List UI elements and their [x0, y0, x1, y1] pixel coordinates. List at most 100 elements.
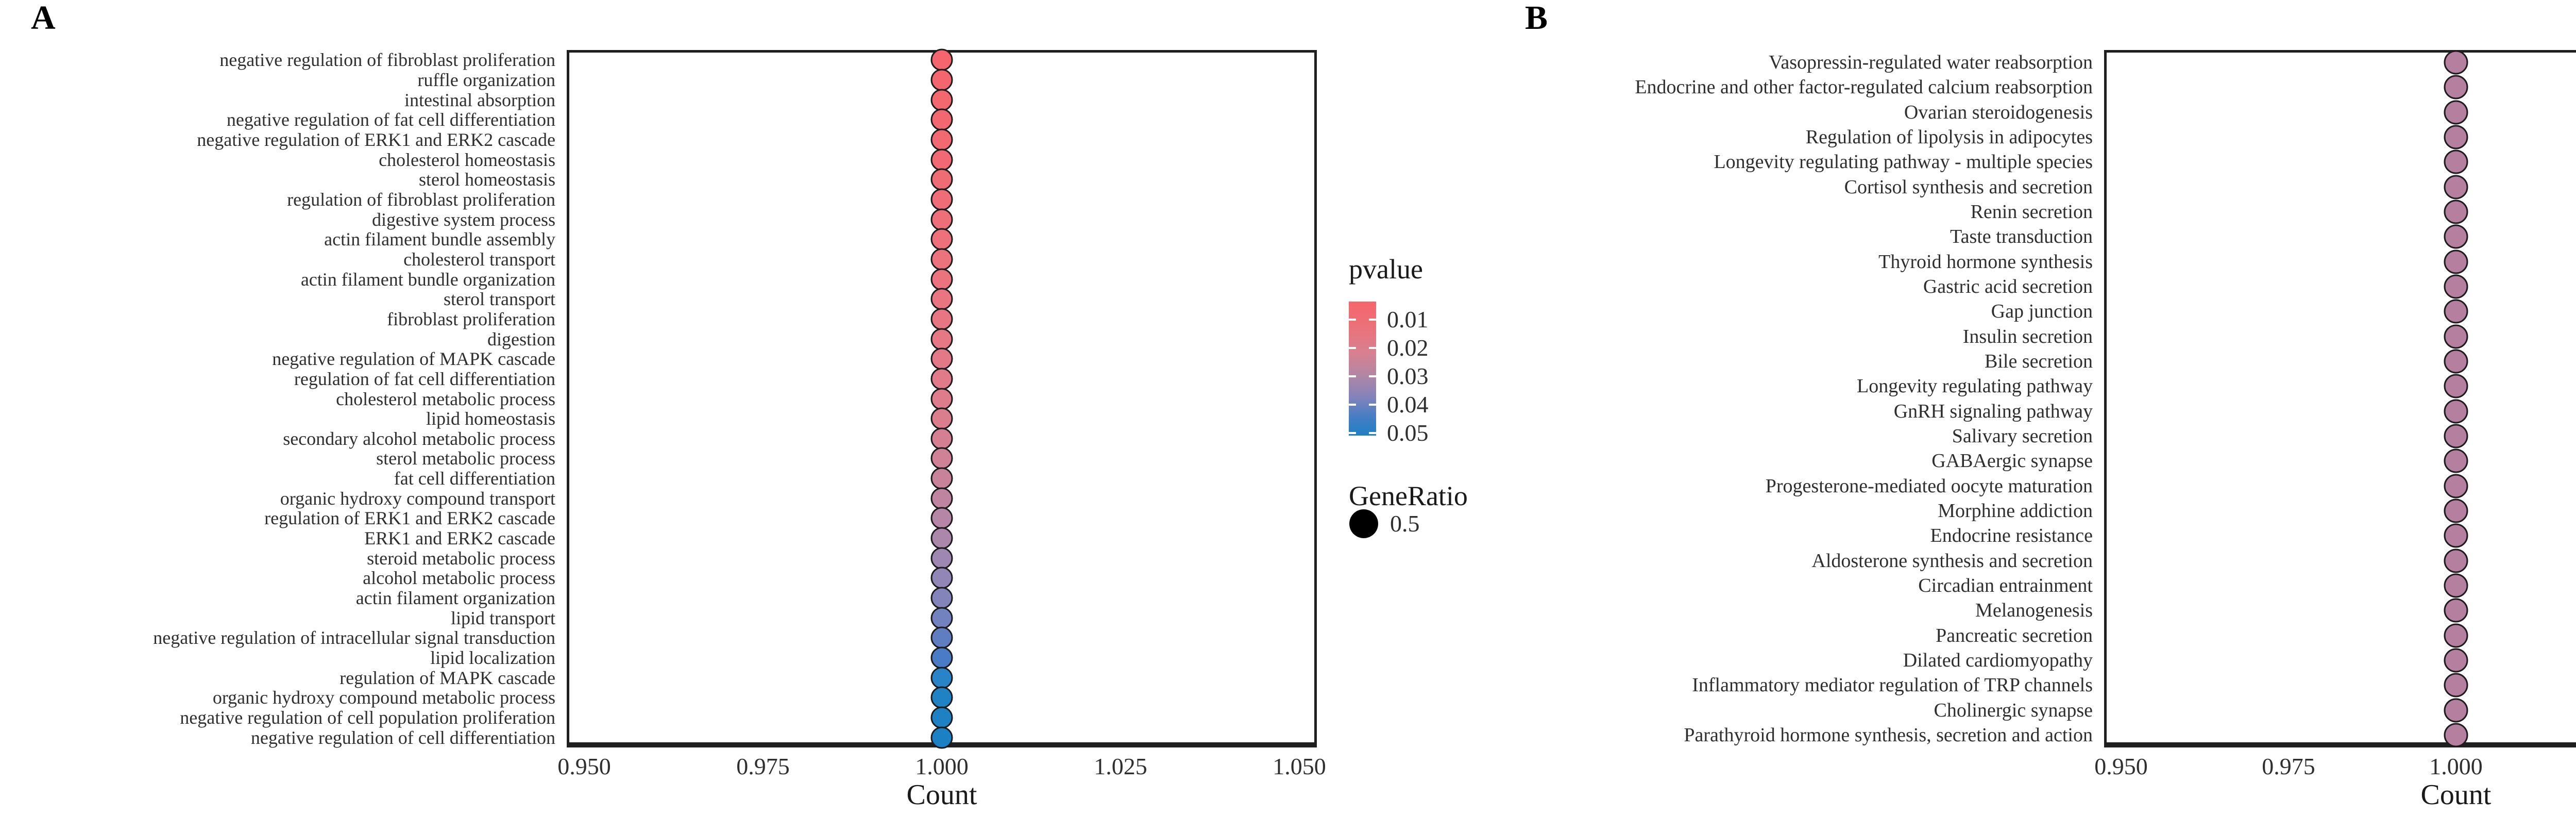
- data-point-dot: [930, 288, 953, 310]
- data-point-dot: [930, 168, 953, 191]
- data-point-dot: [930, 686, 953, 709]
- category-label: intestinal absorption: [404, 89, 555, 110]
- panel-letter: B: [1525, 0, 1548, 37]
- category-label: sterol homeostasis: [419, 169, 555, 190]
- data-point-dot: [930, 128, 953, 151]
- category-label: negative regulation of fibroblast prolif…: [219, 49, 555, 71]
- data-point-dot: [930, 228, 953, 251]
- category-label: Vasopressin-regulated water reabsorption: [1769, 52, 2093, 74]
- category-label: Parathyroid hormone synthesis, secretion…: [1684, 724, 2093, 746]
- category-label: Longevity regulating pathway: [1857, 375, 2093, 397]
- x-tick-label: 0.950: [2094, 753, 2148, 779]
- data-point-dot: [2444, 498, 2468, 523]
- category-label: negative regulation of ERK1 and ERK2 cas…: [197, 129, 555, 150]
- category-label: fibroblast proliferation: [387, 308, 555, 329]
- category-label: cholesterol transport: [403, 248, 555, 270]
- data-point-dot: [930, 407, 953, 430]
- data-point-dot: [930, 626, 953, 649]
- category-label: negative regulation of fat cell differen…: [226, 109, 555, 130]
- category-label: Cortisol synthesis and secretion: [1844, 176, 2093, 198]
- data-point-dot: [930, 89, 953, 111]
- data-point-dot: [930, 567, 953, 589]
- data-point-dot: [2444, 75, 2468, 99]
- category-label: fat cell differentiation: [394, 468, 555, 489]
- colorbar-tick-mark: [1369, 347, 1376, 349]
- data-point-dot: [930, 48, 953, 71]
- colorbar-tick-mark: [1369, 432, 1376, 434]
- data-point-dot: [2444, 299, 2468, 324]
- data-point-dot: [930, 467, 953, 490]
- data-point-dot: [930, 547, 953, 570]
- x-tick-label: 0.950: [557, 753, 611, 779]
- data-point-dot: [2444, 175, 2468, 199]
- category-label: negative regulation of cell differentiat…: [250, 727, 555, 748]
- x-tick-label: 1.050: [1273, 753, 1326, 779]
- category-label: GnRH signaling pathway: [1893, 400, 2093, 422]
- data-point-dot: [2444, 723, 2468, 747]
- data-point-dot: [930, 268, 953, 291]
- data-point-dot: [2444, 523, 2468, 548]
- category-label: Thyroid hormone synthesis: [1878, 251, 2093, 273]
- category-label: Insulin secretion: [1962, 325, 2093, 347]
- colorbar-tick-mark: [1349, 432, 1356, 434]
- data-point-dot: [2444, 199, 2468, 224]
- x-tick-label: 0.975: [736, 753, 790, 779]
- category-label: cholesterol metabolic process: [336, 388, 555, 409]
- category-label: Regulation of lipolysis in adipocytes: [1805, 126, 2093, 148]
- panel-letter: A: [31, 0, 56, 37]
- category-label: Progesterone-mediated oocyte maturation: [1765, 475, 2093, 497]
- category-label: regulation of fibroblast proliferation: [287, 189, 555, 210]
- data-point-dot: [2444, 224, 2468, 249]
- size-legend-value: 0.5: [1390, 510, 1420, 537]
- data-point-dot: [930, 447, 953, 470]
- data-point-dot: [930, 726, 953, 749]
- colorbar-tick-mark: [1349, 404, 1356, 406]
- color-legend-value: 0.02: [1387, 335, 1429, 361]
- data-point-dot: [930, 388, 953, 410]
- category-label: Endocrine resistance: [1930, 525, 2093, 547]
- data-point-dot: [2444, 50, 2468, 75]
- category-label: actin filament bundle organization: [300, 269, 555, 290]
- category-label: ruffle organization: [417, 69, 555, 90]
- category-label: sterol transport: [444, 289, 555, 310]
- data-point-dot: [2444, 100, 2468, 125]
- data-point-dot: [930, 607, 953, 629]
- data-point-dot: [930, 507, 953, 529]
- colorbar-tick-mark: [1349, 319, 1356, 321]
- data-point-dot: [2444, 324, 2468, 349]
- category-label: Gap junction: [1991, 301, 2093, 323]
- data-point-dot: [930, 69, 953, 91]
- data-point-dot: [930, 527, 953, 550]
- data-point-dot: [2444, 698, 2468, 723]
- category-label: steroid metabolic process: [367, 547, 555, 569]
- data-point-dot: [2444, 673, 2468, 697]
- category-label: negative regulation of intracellular sig…: [153, 627, 555, 648]
- category-label: negative regulation of cell population p…: [180, 707, 555, 728]
- category-label: secondary alcohol metabolic process: [283, 428, 555, 449]
- data-point-dot: [930, 646, 953, 669]
- color-legend-value: 0.04: [1387, 391, 1429, 418]
- x-tick-label: 1.000: [915, 753, 969, 779]
- data-point-dot: [930, 667, 953, 689]
- category-label: lipid homeostasis: [426, 408, 555, 429]
- category-label: Cholinergic synapse: [1934, 699, 2093, 721]
- category-label: Melanogenesis: [1975, 600, 2093, 622]
- category-label: digestion: [487, 328, 555, 350]
- data-point-dot: [930, 487, 953, 510]
- category-label: Ovarian steroidogenesis: [1904, 101, 2093, 123]
- category-label: regulation of MAPK cascade: [340, 667, 555, 688]
- size-legend-dot: [1349, 509, 1378, 538]
- color-legend-value: 0.01: [1387, 306, 1429, 332]
- x-axis-title: Count: [906, 779, 977, 811]
- category-label: Gastric acid secretion: [1923, 276, 2093, 298]
- data-point-dot: [930, 108, 953, 131]
- data-point-dot: [930, 587, 953, 609]
- category-label: negative regulation of MAPK cascade: [272, 348, 555, 370]
- data-point-dot: [930, 148, 953, 171]
- category-label: cholesterol homeostasis: [379, 149, 555, 170]
- category-label: actin filament bundle assembly: [324, 229, 555, 250]
- colorbar-tick-mark: [1369, 404, 1376, 406]
- color-legend-bar: [1349, 302, 1376, 436]
- data-point-dot: [2444, 374, 2468, 398]
